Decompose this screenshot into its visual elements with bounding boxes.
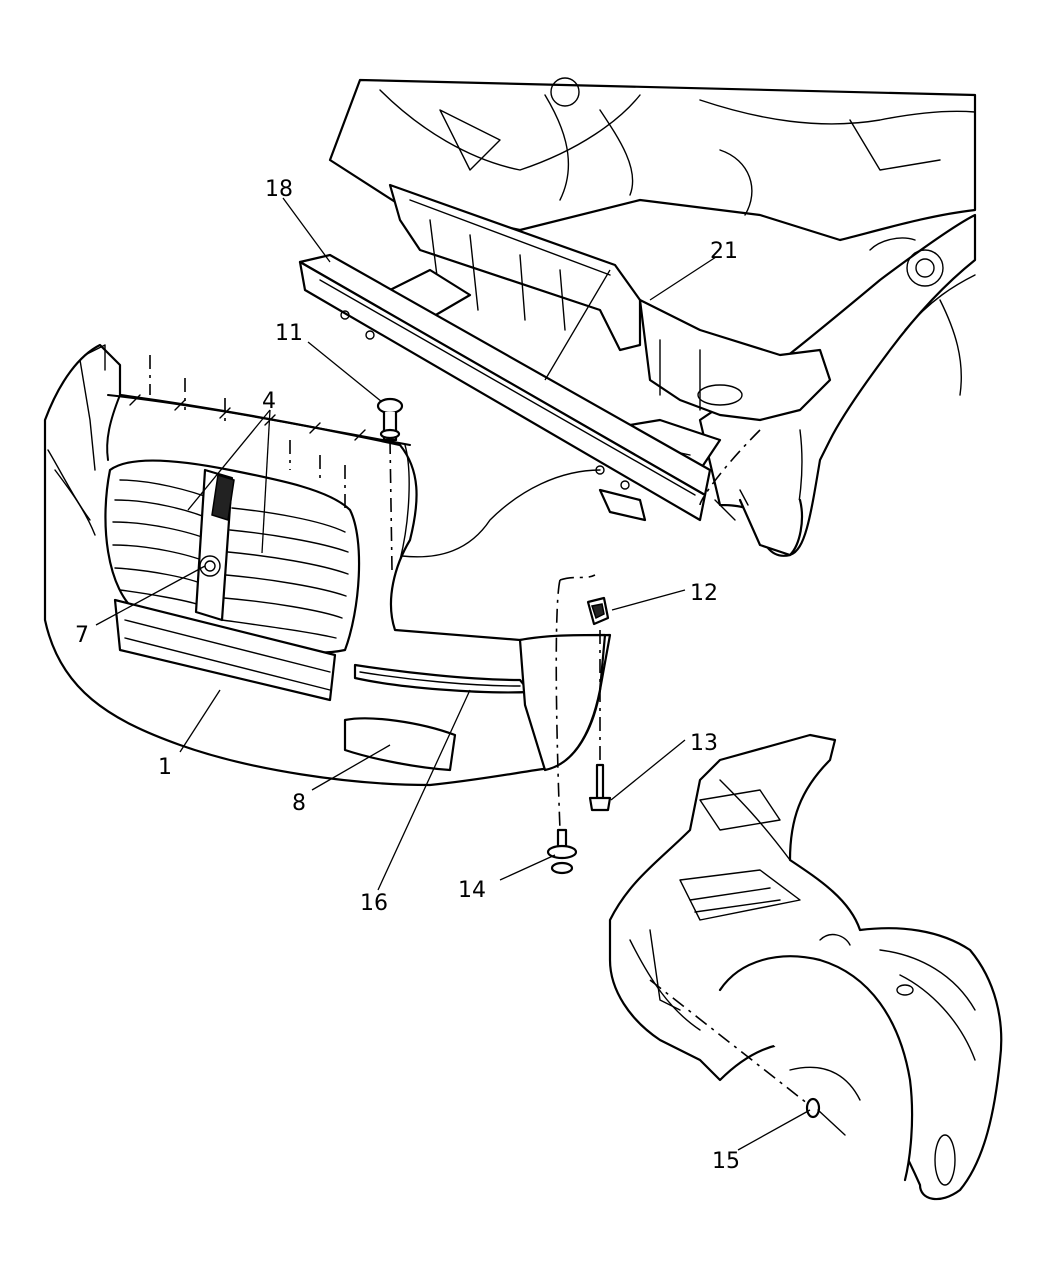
callout-labels: 18 21 11 4 7 12 13 1 8 14 16 15	[75, 177, 740, 1174]
front-bumper-fascia	[43, 343, 612, 787]
push-pin-fastener	[376, 397, 404, 571]
callout-14: 14	[458, 878, 486, 903]
leader-lines	[95, 197, 811, 1151]
callout-4: 4	[262, 389, 276, 414]
callout-7: 7	[75, 623, 89, 648]
callout-8: 8	[292, 791, 306, 816]
push-retainer	[649, 979, 846, 1136]
screw-fastener	[588, 630, 612, 812]
callout-18: 21	[710, 239, 738, 264]
clip-fastener	[586, 596, 610, 626]
body-frame-structure	[328, 77, 977, 557]
fender-liner	[608, 733, 1003, 1201]
bumper-reinforcement-bar	[298, 253, 712, 522]
callout-1: 1	[158, 755, 172, 780]
callout-15: 15	[712, 1149, 740, 1174]
clip-alignment-lines	[149, 355, 346, 510]
callout-12: 12	[690, 581, 718, 606]
callout-13: 13	[690, 731, 718, 756]
alignment-line	[699, 429, 761, 506]
callout-11: 11	[275, 321, 303, 346]
callout-21: 16	[360, 891, 388, 916]
callout-16: 18	[265, 177, 293, 202]
